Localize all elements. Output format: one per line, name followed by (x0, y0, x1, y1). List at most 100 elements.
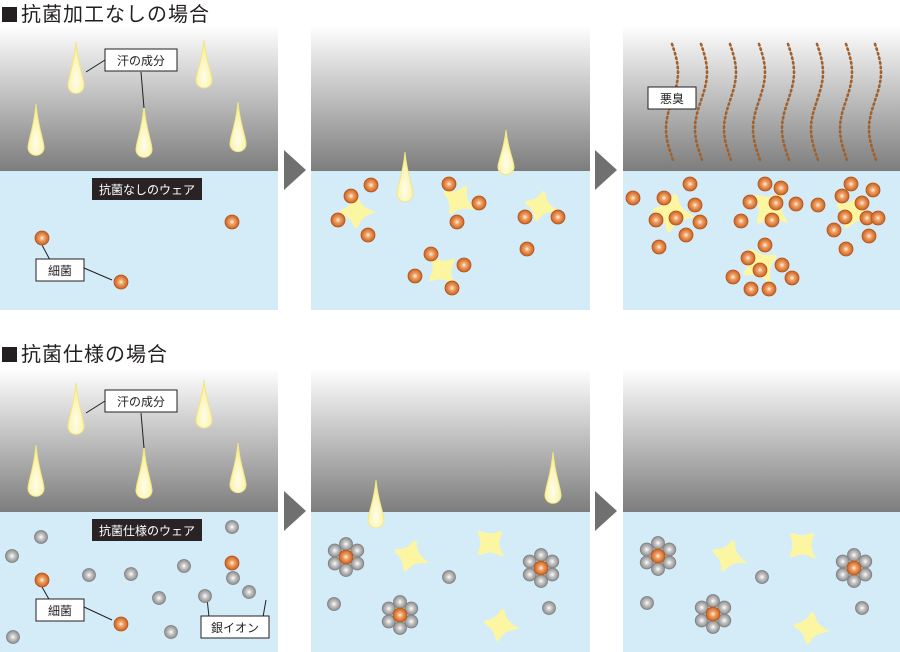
bacterium-icon (656, 190, 672, 206)
odor-wave-icon (838, 42, 854, 164)
sweat-blob (524, 190, 559, 222)
skin-panel-2-2 (311, 368, 590, 512)
label-ware-2: 抗菌仕様のウェア (92, 519, 202, 541)
bacterium-icon (519, 241, 535, 257)
odor-wave-icon (809, 42, 825, 164)
label-odor: 悪臭 (647, 86, 697, 110)
section-heading-antibacterial: 抗菌仕様の場合 (2, 342, 168, 366)
sweat-drop-icon (497, 129, 515, 175)
odor-wave-icon (867, 42, 883, 164)
silver-ion-icon (381, 601, 396, 616)
bacterium-icon (392, 607, 408, 623)
step-arrow-icon (595, 491, 617, 531)
silver-ion-icon (706, 620, 720, 634)
silver-ion-icon (5, 549, 19, 563)
bacterium-icon (449, 214, 465, 230)
label-bacteria-text: 細菌 (48, 264, 72, 278)
bacterium-icon (407, 268, 423, 284)
section-heading-no-antibacterial: 抗菌加工なしの場合 (2, 2, 210, 26)
odor-wave-icon (780, 42, 796, 164)
skin-panel-1-2 (311, 25, 590, 171)
bacterium-icon (854, 195, 870, 211)
bacterium-icon (651, 239, 667, 255)
sweat-drop-icon (27, 103, 45, 156)
silver-ion-icon (242, 585, 256, 599)
bacterium-icon (34, 572, 50, 588)
bacterium-icon (773, 180, 789, 196)
bacterium-icon (788, 196, 804, 212)
label-sweat-1: 汗の成分 (104, 48, 178, 72)
bacterium-icon (843, 176, 859, 192)
silver-ion-icon (706, 594, 720, 608)
bacterium-icon (668, 210, 684, 226)
bacterium-icon (733, 213, 749, 229)
callout-line-silver-ion (262, 599, 267, 618)
step-arrow-icon (595, 150, 617, 190)
square-bullet-icon (2, 347, 17, 362)
silver-ion-icon (640, 596, 654, 610)
silver-ion-icon (717, 613, 732, 628)
label-bacteria-1: 細菌 (35, 258, 85, 282)
callout-line-sweat (140, 412, 145, 449)
silver-ion-icon (855, 601, 869, 615)
bacterium-icon (774, 257, 790, 273)
bacterium-icon (648, 212, 664, 228)
sweat-drops (27, 39, 562, 529)
bacterium-icon (834, 188, 850, 204)
silver-ion-icon (198, 589, 212, 603)
bacterium-icon (861, 228, 877, 244)
odor-wave-icon (751, 42, 767, 164)
silver-ion-icon (847, 548, 861, 562)
bacterium-icon (343, 188, 359, 204)
callout-lines (41, 59, 267, 621)
silver-ion-icon (545, 567, 560, 582)
silver-ion-icon (6, 630, 20, 644)
bacterium-icon (456, 257, 472, 273)
silver-ion-icon (534, 574, 548, 588)
callout-line-sweat (140, 71, 145, 109)
square-bullet-icon (2, 7, 17, 22)
bacterium-icon (471, 195, 487, 211)
silver-ion-icon (339, 563, 353, 577)
silver-ion-icon (164, 625, 178, 639)
silver-ion-icon (847, 574, 861, 588)
silver-ion-icon (393, 595, 407, 609)
label-sweat-text: 汗の成分 (117, 395, 165, 409)
sweat-drop-icon (135, 446, 153, 499)
silver-ion-icon (542, 601, 556, 615)
bacterium-icon (678, 227, 694, 243)
label-bacteria-text: 細菌 (48, 604, 72, 618)
bacterium-icon (550, 209, 566, 225)
label-ware-1: 抗菌なしのウェア (92, 178, 202, 200)
silver-ion-icon (82, 568, 96, 582)
callout-line-sweat (85, 400, 106, 414)
step-arrow-icon (284, 150, 306, 190)
bacterium-icon (687, 197, 703, 213)
silver-ion-icon (327, 597, 341, 611)
bacterium-icon (113, 274, 129, 290)
silver-ion-icon (835, 554, 850, 569)
sweat-blob (789, 532, 817, 560)
silver-ion-icon (225, 520, 239, 534)
silver-ion-icon (404, 614, 419, 629)
bacterium-icon (752, 262, 768, 278)
bacterium-icon (113, 616, 129, 632)
bacterium-icon (865, 182, 881, 198)
silver-ion-icon (350, 556, 365, 571)
sweat-drop-icon (195, 379, 213, 429)
silver-ion-icon (858, 567, 873, 582)
label-sweat-text: 汗の成分 (117, 54, 165, 68)
bacterium-icon (650, 548, 666, 564)
sweat-drop-icon (67, 41, 85, 94)
odor-wave-icon (722, 42, 738, 164)
section-heading-text: 抗菌仕様の場合 (21, 342, 168, 366)
bacterium-icon (768, 195, 784, 211)
silver-ion-icon (124, 567, 138, 581)
skin-panel-2-3 (623, 368, 900, 512)
sweat-drop-icon (367, 479, 385, 529)
sweat-drop-icon (229, 101, 247, 153)
section-heading-text: 抗菌加工なしの場合 (21, 2, 210, 26)
bacterium-icon (34, 230, 50, 246)
callout-line-sweat (85, 59, 106, 73)
